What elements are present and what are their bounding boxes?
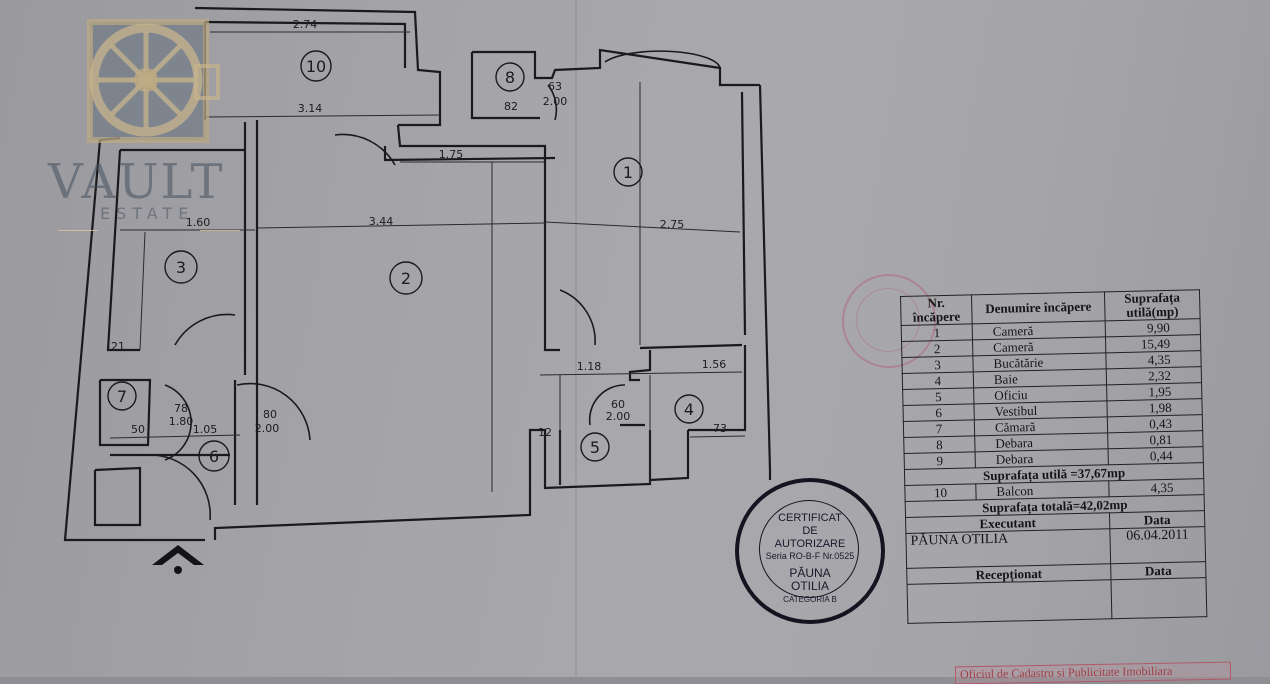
stamp-line: CERTIFICAT bbox=[778, 512, 842, 524]
watermark-rule-left bbox=[58, 230, 98, 231]
svg-text:6: 6 bbox=[209, 447, 219, 466]
svg-text:50: 50 bbox=[131, 423, 145, 436]
svg-text:21: 21 bbox=[111, 340, 125, 353]
header-area: Suprafața utilă(mp) bbox=[1104, 290, 1201, 321]
svg-text:8: 8 bbox=[505, 68, 515, 87]
paper-fold bbox=[575, 0, 577, 677]
svg-text:78: 78 bbox=[174, 402, 188, 415]
header-nr: Nr. încăpere bbox=[900, 294, 973, 326]
svg-text:1.60: 1.60 bbox=[186, 216, 211, 229]
svg-text:1.05: 1.05 bbox=[193, 423, 218, 436]
stamp-line: CATEGORIA B bbox=[783, 595, 837, 604]
svg-text:12: 12 bbox=[538, 426, 552, 439]
svg-text:2.00: 2.00 bbox=[255, 422, 280, 435]
executant-name: PĂUNA OTILIA bbox=[905, 528, 1111, 569]
svg-text:63: 63 bbox=[548, 80, 562, 93]
receptionat-name-empty bbox=[907, 579, 1112, 624]
receptionat-date-empty bbox=[1110, 577, 1207, 619]
watermark-sub: ESTATE bbox=[100, 204, 195, 223]
faded-official-stamp bbox=[842, 274, 936, 368]
svg-text:4: 4 bbox=[684, 400, 694, 419]
stamp-line: DE bbox=[802, 525, 818, 537]
stamp-line: OTILIA bbox=[790, 579, 829, 593]
svg-text:2.74: 2.74 bbox=[293, 18, 318, 31]
svg-text:2: 2 bbox=[401, 269, 411, 288]
svg-text:2.00: 2.00 bbox=[606, 410, 631, 423]
svg-text:5: 5 bbox=[590, 438, 600, 457]
svg-text:2.75: 2.75 bbox=[660, 218, 685, 231]
svg-text:1.18: 1.18 bbox=[577, 360, 602, 373]
watermark-brand: VAULT bbox=[48, 154, 225, 210]
area-table: Nr. încăpere Denumire încăpere Suprafața… bbox=[900, 289, 1207, 624]
svg-text:1.75: 1.75 bbox=[439, 148, 464, 161]
authorization-stamp: CERTIFICAT DE AUTORIZARE Seria RO-B-F Nr… bbox=[735, 478, 885, 624]
stamp-line: AUTORIZARE bbox=[774, 538, 846, 550]
cadastre-office-stamp: Oficiul de Cadastru si Publicitate Imobi… bbox=[954, 661, 1232, 684]
svg-text:1: 1 bbox=[623, 163, 633, 182]
svg-text:2.00: 2.00 bbox=[543, 95, 568, 108]
svg-text:3: 3 bbox=[176, 258, 186, 277]
svg-text:1.80: 1.80 bbox=[169, 415, 194, 428]
svg-text:3.14: 3.14 bbox=[298, 102, 323, 115]
svg-text:7: 7 bbox=[117, 387, 127, 406]
svg-text:73: 73 bbox=[713, 422, 727, 435]
svg-text:3.44: 3.44 bbox=[369, 215, 394, 228]
executant-date: 06.04.2011 bbox=[1109, 526, 1206, 564]
stamp-line: PĂUNA bbox=[789, 566, 831, 580]
stamp-line: Seria RO-B-F Nr.0525 bbox=[765, 551, 855, 561]
room-10-label: 10 bbox=[306, 57, 326, 76]
watermark-rule-right bbox=[200, 230, 240, 231]
svg-text:60: 60 bbox=[611, 398, 625, 411]
vault-estate-watermark: VAULT ESTATE bbox=[48, 18, 248, 231]
header-name: Denumire încăpere bbox=[971, 291, 1106, 324]
svg-text:80: 80 bbox=[263, 408, 277, 421]
svg-text:1.56: 1.56 bbox=[702, 358, 727, 371]
svg-text:82: 82 bbox=[504, 100, 518, 113]
